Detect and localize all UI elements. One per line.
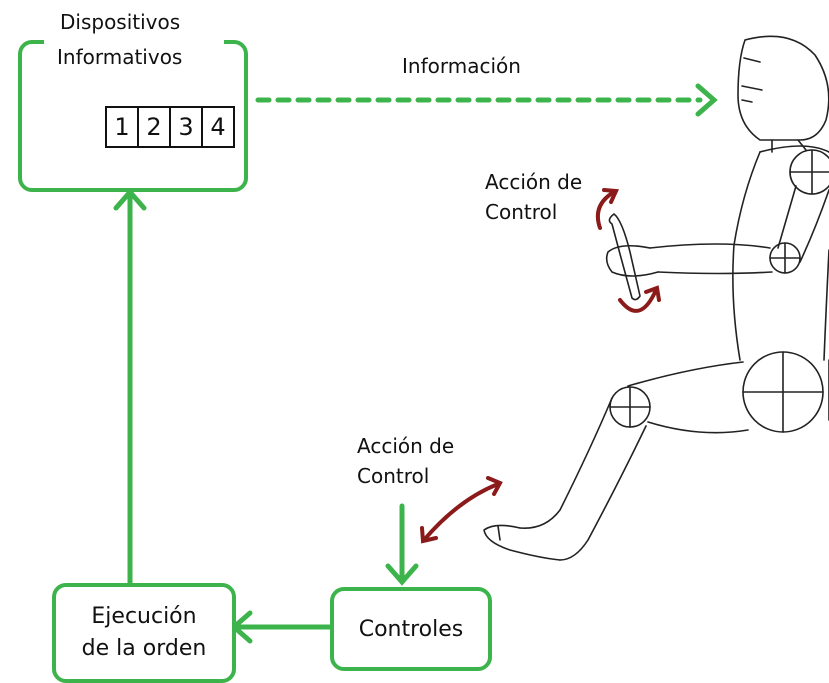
hand-action-curve-arrow-bottom (618, 285, 661, 313)
info-devices-title-line2: Informativos (57, 45, 183, 69)
counter-digit: 2 (137, 108, 169, 146)
execution-label-line2: de la orden (81, 636, 207, 661)
counter-digit: 3 (169, 108, 201, 146)
controls-label: Controles (358, 616, 464, 642)
controls-box: Controles (330, 587, 492, 671)
counter-digit: 4 (201, 108, 233, 146)
foot-action-label-line2: Control (357, 464, 430, 488)
hand-action-curve-arrow-top (595, 188, 619, 230)
information-label: Información (402, 54, 521, 78)
controls-to-execution-arrow (230, 610, 333, 644)
foot-action-curve-arrow (420, 476, 503, 544)
information-arrow (255, 83, 718, 117)
hand-action-label-line2: Control (485, 200, 558, 224)
seated-driver-figure (483, 35, 829, 561)
foot-action-label-line1: Acción de (357, 434, 455, 458)
info-devices-title-line1: Dispositivos (60, 10, 181, 34)
foot-action-arrow (385, 503, 419, 586)
hand-action-label-line1: Acción de (485, 170, 583, 194)
feedback-arrow (113, 188, 147, 588)
info-devices-title-bg (44, 6, 224, 74)
execution-label-line1: Ejecución (91, 604, 197, 629)
digit-counter: 1 2 3 4 (105, 106, 235, 148)
execution-box: Ejecución de la orden (52, 583, 236, 683)
counter-digit: 1 (114, 113, 130, 141)
